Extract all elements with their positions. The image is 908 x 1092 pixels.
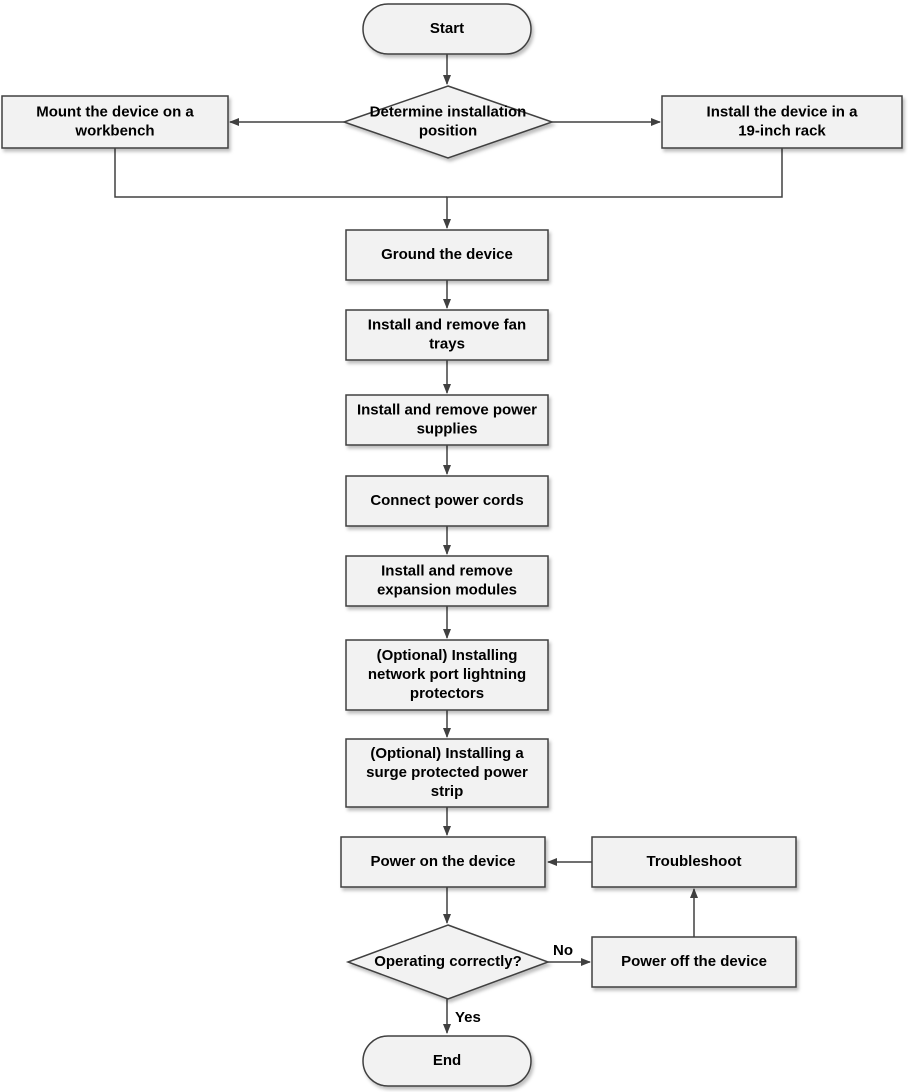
node-expansion: Install and remove expansion modules [345,555,549,607]
node-label-line: (Optional) Installing [377,647,518,664]
process-box [345,394,549,446]
node-label-line: Install and remove fan [368,316,526,333]
node-poweroff: Power off the device [591,936,797,988]
node-lightning: (Optional) Installing network port lightn… [345,639,549,711]
node-label-line: Power off the device [621,953,767,970]
process-box [345,555,549,607]
connector-rack-to-ground [443,148,783,229]
node-label-line: expansion modules [377,581,517,598]
node-label-line: Ground the device [381,246,513,263]
edge-label-no: No [553,942,573,959]
node-poweron: Power on the device [340,836,546,888]
node-rack: Install the device in a 19-inch rack [661,95,903,149]
process-box [591,936,797,988]
node-ground: Ground the device [345,229,549,281]
node-determine: Determine installation position [341,85,555,159]
node-label-line: Troubleshoot [647,853,742,870]
node-label-line: 19-inch rack [738,122,826,139]
process-box [345,738,549,808]
node-label-line: Install and remove power [357,401,537,418]
node-label-line: Operating correctly? [374,953,522,970]
node-label-line: Connect power cords [370,492,523,509]
process-box [1,95,229,149]
node-label-line: workbench [74,122,154,139]
terminal-shape [362,3,532,55]
edge-label-yes: Yes [455,1009,481,1026]
node-end: End [362,1035,532,1087]
node-fan: Install and remove fan trays [345,309,549,361]
node-psu: Install and remove power supplies [345,394,549,446]
node-label-line: Determine installation [370,103,527,120]
node-check: Operating correctly? [345,924,551,1000]
node-label-line: protectors [410,685,484,702]
node-label-line: End [433,1052,461,1069]
node-label-line: strip [431,783,464,800]
process-box [345,309,549,361]
node-start: Start [362,3,532,55]
process-box [345,475,549,527]
terminal-shape [362,1035,532,1087]
node-label-line: position [419,122,477,139]
process-box [345,229,549,281]
decision-diamond [341,85,555,159]
decision-diamond [345,924,551,1000]
process-box [340,836,546,888]
node-label-line: trays [429,335,465,352]
node-label-line: Power on the device [370,853,515,870]
node-label-line: Mount the device on a [36,103,194,120]
node-label-line: Install and remove [381,562,513,579]
node-label-line: Install the device in a [707,103,859,120]
connector-workbench-to-ground [114,148,447,198]
node-label-line: Start [430,20,464,37]
node-cords: Connect power cords [345,475,549,527]
node-troubleshoot: Troubleshoot [591,836,797,888]
process-box [591,836,797,888]
node-label-line: (Optional) Installing a [370,745,524,762]
node-label-line: supplies [417,420,478,437]
connectors [114,54,783,1034]
process-box [345,639,549,711]
node-label-line: network port lightning [368,666,526,683]
node-surge: (Optional) Installing a surge protected p… [345,738,549,808]
node-workbench: Mount the device on a workbench [1,95,229,149]
node-label-line: surge protected power [366,764,528,781]
process-box [661,95,903,149]
